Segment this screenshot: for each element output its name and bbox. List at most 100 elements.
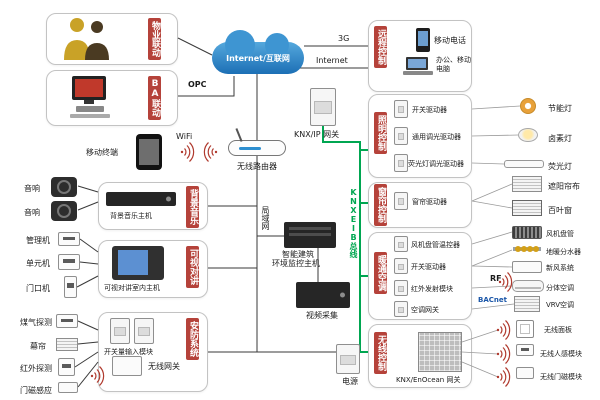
fluorescent-dimming-actuator-label: 荧光灯调光驱动器 xyxy=(408,160,464,168)
wireless-panel-label: 无线面板 xyxy=(544,326,572,334)
halogen-lamp-icon xyxy=(518,128,538,142)
curtain-sensor-icon xyxy=(56,338,78,351)
sunshade-label: 遮阳帘布 xyxy=(548,182,580,191)
fcu-thermostat-label: 风机盘管温控器 xyxy=(411,241,460,249)
halogen-lamp-label: 卤素灯 xyxy=(548,134,572,143)
wireless-control-tag: 无线控制 xyxy=(374,332,387,374)
remote-control-tag: 远程控制 xyxy=(374,26,387,68)
hvac-group xyxy=(368,232,472,320)
unit-machine-icon xyxy=(58,254,80,270)
internet-link-label: Internet xyxy=(316,56,348,65)
internet-cloud: Internet/互联网 xyxy=(212,30,304,74)
floor-heating-manifold-icon xyxy=(513,246,541,252)
fluorescent-tube-label: 荧光灯 xyxy=(548,162,572,171)
wireless-motion-module-icon xyxy=(516,344,534,356)
mobile-terminal-label: 移动终端 xyxy=(86,148,118,157)
hvac-switch-actuator-icon xyxy=(394,258,408,274)
lighting-control-tag: 照明控制 xyxy=(374,112,387,154)
wifi-signal-icon xyxy=(180,141,195,163)
hvac-switch-actuator-label: 开关驱动器 xyxy=(411,263,446,271)
fan-coil-icon xyxy=(512,226,542,239)
wireless-router-label: 无线路由器 xyxy=(237,162,277,171)
knx-ip-gateway-label: KNX/IP 网关 xyxy=(294,130,340,139)
dimming-actuator-label: 通用调光驱动器 xyxy=(412,133,461,141)
laptop-icon xyxy=(403,57,433,75)
power-supply-label: 电源 xyxy=(342,377,358,386)
mobile-phone-icon xyxy=(416,28,430,52)
speaker-icon xyxy=(51,201,77,221)
wireless-gateway-label: 无线网关 xyxy=(148,362,180,371)
fan-coil-label: 风机盘管 xyxy=(546,230,574,238)
vrv-ac-icon xyxy=(514,296,540,312)
fresh-air-label: 新风系统 xyxy=(546,264,574,272)
knx-eib-bus-label: KNXEIB总线 xyxy=(349,188,358,258)
switch-actuator-label: 开关驱动器 xyxy=(412,106,447,114)
split-ac-label: 分体空调 xyxy=(546,284,574,292)
people-icon xyxy=(64,18,109,60)
door-magnet-icon xyxy=(58,382,78,393)
internet-cloud-label: Internet/互联网 xyxy=(226,53,290,63)
bgm-host-icon xyxy=(106,192,176,206)
fcu-thermostat-icon xyxy=(394,236,408,252)
property-linkage-tag: 物业联动 xyxy=(148,18,161,60)
knx-ip-gateway-icon xyxy=(310,88,336,126)
wireless-gateway-icon xyxy=(112,356,142,376)
digital-input-module-label: 开关量输入模块 xyxy=(104,348,153,356)
wireless-doormag-module-label: 无线门磁模块 xyxy=(540,373,582,381)
ac-gateway-icon xyxy=(394,301,408,317)
door-station-icon xyxy=(64,276,77,298)
mobile-phone-label: 移动电话 xyxy=(434,36,466,45)
curtain-actuator-label: 窗帘驱动器 xyxy=(412,198,447,206)
door-station-label: 门口机 xyxy=(26,284,50,293)
rf-link-label: RF xyxy=(490,274,502,283)
video-capture-label: 视频采集 xyxy=(306,311,338,320)
wireless-doormag-module-icon xyxy=(516,367,534,379)
ir-transmitter-label: 红外发射模块 xyxy=(411,285,453,293)
knx-enocean-gateway-icon xyxy=(418,332,462,372)
blinds-label: 百叶窗 xyxy=(548,206,572,215)
digital-input-module-icon xyxy=(110,318,130,344)
speaker-a-label: 音响 xyxy=(24,184,40,193)
video-capture-icon xyxy=(296,282,350,308)
power-supply-icon xyxy=(336,344,360,374)
ir-transmitter-icon xyxy=(394,280,408,296)
ba-linkage-tag: BA联动 xyxy=(148,76,161,120)
gas-detector-label: 煤气探测 xyxy=(20,318,52,327)
bacnet-link-label: BACnet xyxy=(478,296,507,304)
bgm-host-label: 背景音乐主机 xyxy=(110,212,152,220)
switch-actuator-icon xyxy=(394,100,408,118)
lan-label: 局域网 xyxy=(261,206,270,230)
unit-machine-label: 单元机 xyxy=(26,259,50,268)
fluorescent-tube-icon xyxy=(504,160,544,168)
fresh-air-icon xyxy=(512,261,542,273)
wireless-signal-icon xyxy=(496,366,511,388)
bgm-tag: 背景音乐 xyxy=(186,186,199,228)
split-ac-icon xyxy=(512,280,544,292)
ac-gateway-label: 空调网关 xyxy=(411,306,439,314)
intercom-tag: 可视对讲 xyxy=(186,246,199,288)
floor-heating-manifold-label: 地暖分水器 xyxy=(546,248,581,256)
wireless-router-icon xyxy=(228,140,286,156)
management-unit-label: 管理机 xyxy=(26,236,50,245)
wireless-signal-icon xyxy=(496,319,511,341)
sunshade-icon xyxy=(512,176,542,192)
vrv-ac-label: VRV空调 xyxy=(546,301,575,309)
cfl-lamp-icon xyxy=(520,98,536,114)
wifi-label: WiFi xyxy=(176,132,193,141)
building-monitor-host-label-2: 环境监控主机 xyxy=(272,259,320,268)
wireless-signal-icon xyxy=(496,343,511,365)
building-monitor-host-label-1: 智能建筑 xyxy=(282,250,314,259)
dimming-actuator-icon xyxy=(394,127,408,145)
curtain-actuator-icon xyxy=(394,192,408,210)
intercom-indoor-host-icon xyxy=(112,246,164,280)
door-magnet-label: 门磁感应 xyxy=(20,386,52,395)
management-unit-icon xyxy=(58,232,80,246)
curtain-sensor-label: 幕帘 xyxy=(30,342,46,351)
cfl-lamp-label: 节能灯 xyxy=(548,104,572,113)
tablet-icon xyxy=(136,134,162,170)
gas-detector-icon xyxy=(56,314,78,328)
fluorescent-dimming-actuator-icon xyxy=(394,154,408,172)
security-tag: 安防系统 xyxy=(186,318,199,360)
ir-detector-icon xyxy=(58,358,75,376)
